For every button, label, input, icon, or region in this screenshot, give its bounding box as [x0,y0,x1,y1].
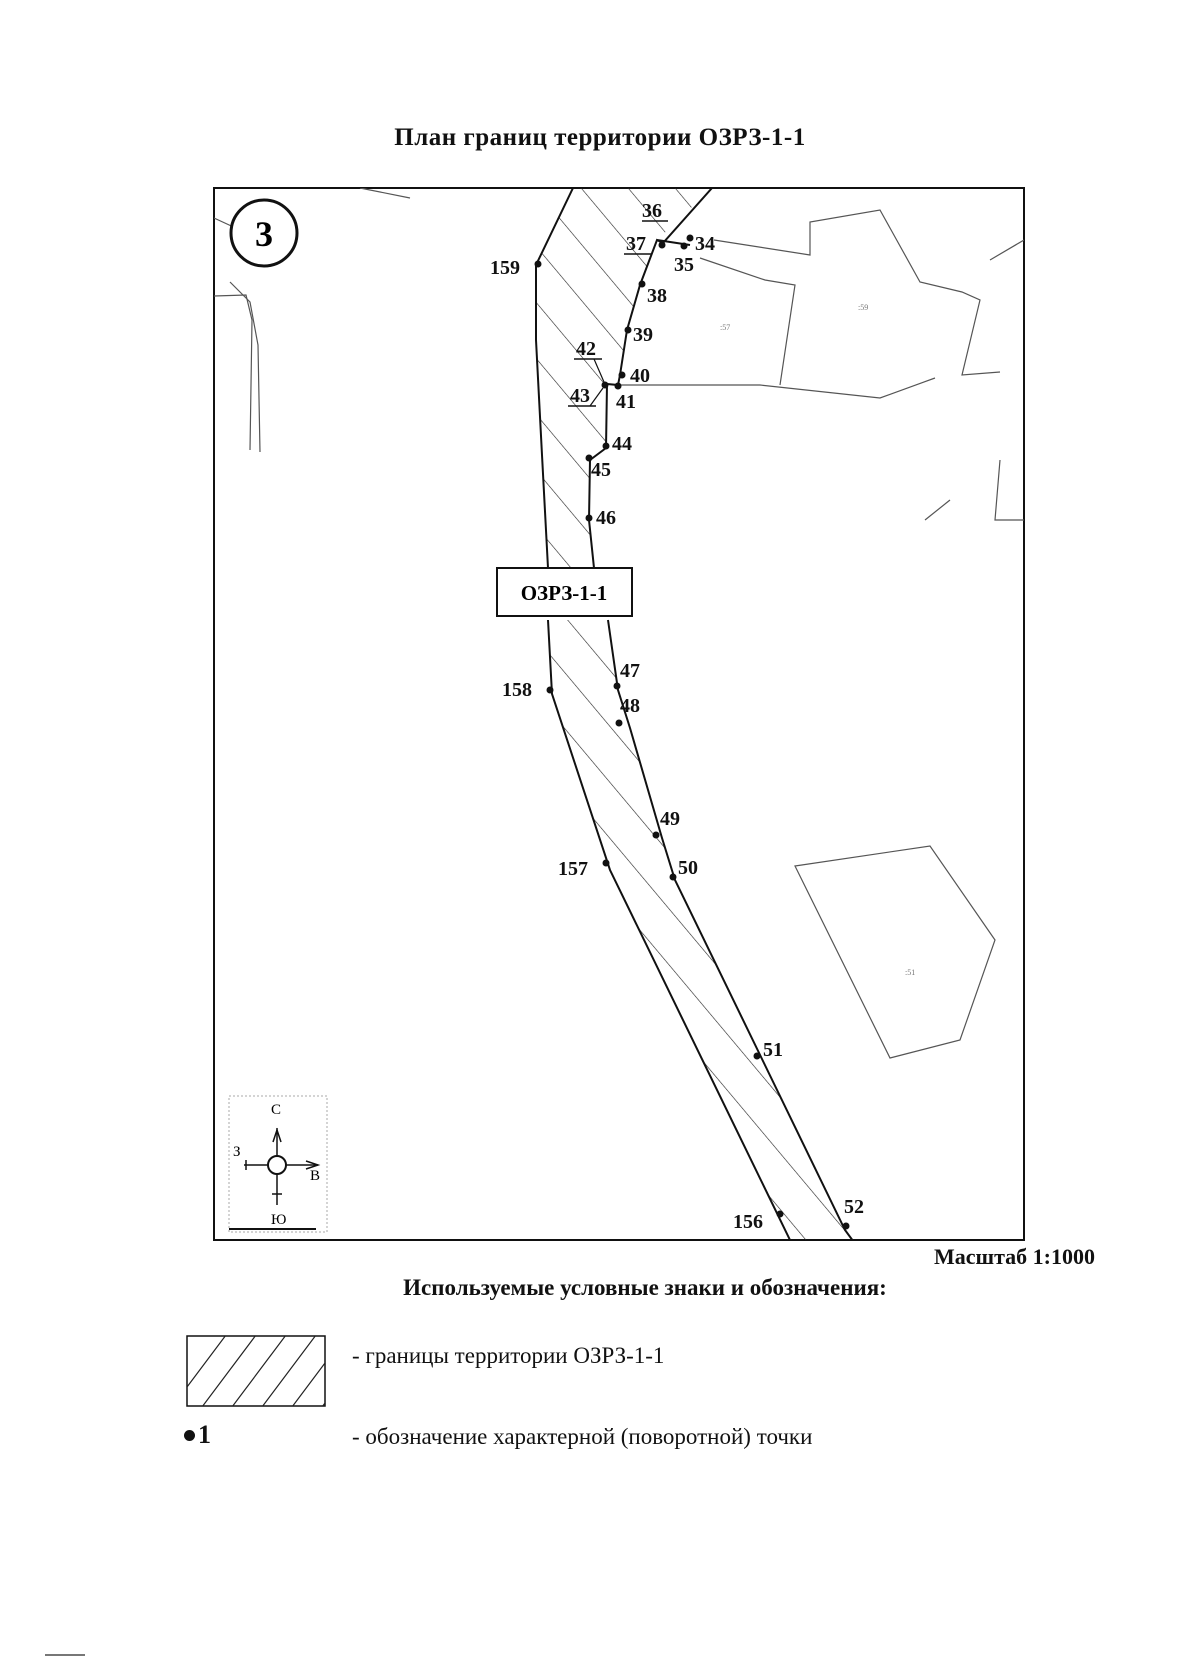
point-label: 38 [647,285,667,307]
point-marker [602,442,610,450]
zone-hatch-upper [536,188,712,568]
characteristic-points [534,234,850,1230]
point-label: 42 [576,338,596,360]
point-marker [652,831,660,839]
point-label: 49 [660,808,680,830]
point-marker [601,381,609,389]
point-marker [624,326,632,334]
point-marker [686,234,694,242]
svg-text::59: :59 [858,303,868,312]
zone-hatch-lower [548,620,860,1240]
svg-text::57: :57 [720,323,730,332]
zone-label-box: ОЗРЗ-1-1 [496,567,633,617]
point-marker [658,241,666,249]
point-label: 39 [633,324,653,346]
point-marker [613,682,621,690]
point-marker [585,514,593,522]
point-marker [618,371,626,379]
svg-text::51: :51 [905,968,915,977]
legend-item-zone-text: - границы территории ОЗРЗ-1-1 [352,1343,665,1368]
point-marker [602,859,610,867]
point-marker [776,1210,784,1218]
point-marker [546,686,554,694]
zone-label: ОЗРЗ-1-1 [521,581,608,605]
sheet-number: 3 [255,214,273,254]
compass-south: Ю [271,1212,286,1228]
point-label: 41 [616,391,636,413]
point-marker [638,280,646,288]
point-label: 159 [490,257,520,279]
point-marker [680,242,688,250]
zone-boundary-west [535,188,574,569]
point-label: 46 [596,507,616,529]
point-label: 43 [570,385,590,407]
point-marker [615,719,623,727]
sheet-number-badge: 3 [229,198,299,268]
legend-hatch-swatch [186,1335,326,1407]
point-symbol-icon [184,1429,195,1441]
point-label: 44 [612,433,632,455]
legend-item-point-text: - обозначение характерной (поворотной) т… [352,1424,813,1449]
page-title: План границ территории ОЗРЗ-1-1 [394,124,806,151]
point-label: 45 [591,459,611,481]
zone-boundary-east-lower [607,619,854,1240]
compass-north: С [271,1102,281,1118]
point-marker [614,382,622,390]
compass: С З В Ю [228,1095,328,1233]
legend-point-symbol: 1 [184,1420,211,1450]
point-label: 34 [695,233,715,255]
point-label: 157 [558,858,588,880]
point-marker [585,454,593,462]
page-edge-mark [45,1654,85,1656]
point-label: 158 [502,679,532,701]
point-label: 51 [763,1039,783,1061]
point-label: 156 [733,1211,763,1233]
point-marker [753,1052,761,1060]
point-label: 48 [620,695,640,717]
compass-west: З [233,1144,241,1160]
zone-boundary-west-lower [547,619,791,1240]
point-label: 40 [630,365,650,387]
compass-east: В [310,1168,320,1184]
parcel-lines [214,188,1024,1059]
point-label: 47 [620,660,640,682]
map-scale: Масштаб 1:1000 [933,1244,1095,1269]
point-label: 37 [626,233,646,255]
point-label: 36 [642,200,662,222]
point-marker [534,260,542,268]
point-label: 52 [844,1196,864,1218]
legend-point-number: 1 [198,1420,211,1449]
point-label: 50 [678,857,698,879]
point-label: 35 [674,254,694,276]
point-marker [669,873,677,881]
point-marker [842,1222,850,1230]
legend-title: Используемые условные знаки и обозначени… [403,1275,887,1300]
